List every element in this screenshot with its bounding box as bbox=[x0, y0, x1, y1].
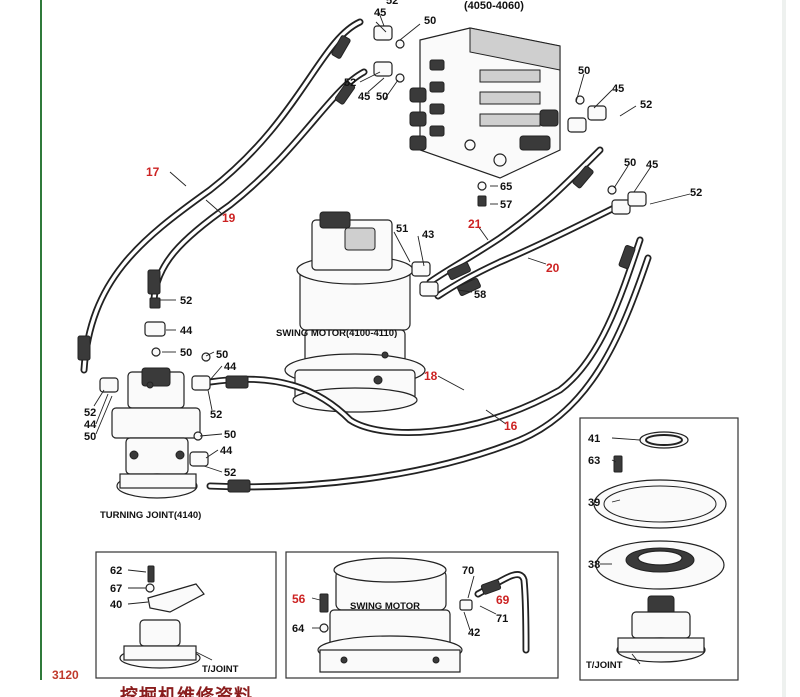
hose-label-18: 18 bbox=[424, 369, 438, 383]
callout-56: 56 bbox=[292, 592, 306, 606]
callout-52e: 52 bbox=[180, 295, 192, 307]
callout-44c: 44 bbox=[84, 419, 97, 431]
hose-18 bbox=[206, 236, 644, 436]
callout-52h: 52 bbox=[224, 467, 236, 479]
valve-flange-fittings bbox=[373, 25, 647, 297]
callout-45d: 45 bbox=[646, 159, 658, 171]
callout-44b: 44 bbox=[224, 361, 237, 373]
footer-watermark-text: 挖掘机维修资料 bbox=[120, 686, 253, 697]
callout-69: 69 bbox=[496, 593, 510, 607]
callout-58: 58 bbox=[474, 289, 486, 301]
callout-50f: 50 bbox=[216, 349, 228, 361]
callout-41: 41 bbox=[588, 433, 600, 445]
callout-44a: 44 bbox=[180, 325, 193, 337]
control-valve bbox=[409, 27, 561, 179]
hose-label-16: 16 bbox=[504, 419, 518, 433]
callout-50c: 50 bbox=[578, 65, 590, 77]
page-edge bbox=[782, 0, 786, 697]
callout-45a: 45 bbox=[374, 7, 386, 19]
callout-67: 67 bbox=[110, 583, 122, 595]
callout-45b: 45 bbox=[358, 91, 370, 103]
callout-43: 43 bbox=[422, 229, 434, 241]
part-callouts: 52 45 50 52 45 50 50 45 52 50 45 52 65 5… bbox=[84, 0, 702, 479]
callout-62: 62 bbox=[110, 565, 122, 577]
detail-box-left: 62 67 40 T/JOINT bbox=[95, 551, 277, 679]
callout-38: 38 bbox=[588, 559, 600, 571]
callout-52b: 52 bbox=[344, 77, 356, 89]
callout-50d: 50 bbox=[624, 157, 636, 169]
callout-52f: 52 bbox=[210, 409, 222, 421]
hose-callouts: 17 19 21 20 18 16 bbox=[146, 165, 560, 433]
detail-right-joint-label: T/JOINT bbox=[586, 660, 623, 671]
callout-40: 40 bbox=[110, 599, 122, 611]
callout-50g: 50 bbox=[84, 431, 96, 443]
hose-16 bbox=[206, 254, 652, 491]
turning-joint bbox=[111, 367, 201, 499]
page-number: 3120 bbox=[52, 668, 79, 682]
callout-50b: 50 bbox=[376, 91, 388, 103]
callout-50a: 50 bbox=[424, 15, 436, 27]
joint-fittings bbox=[99, 297, 211, 467]
hose-label-17: 17 bbox=[146, 165, 160, 179]
leader-lines bbox=[93, 9, 691, 473]
swing-motor bbox=[284, 211, 426, 413]
hose-21 bbox=[426, 146, 604, 286]
callout-50e: 50 bbox=[180, 347, 192, 359]
hose-17 bbox=[80, 18, 364, 374]
callout-39: 39 bbox=[588, 497, 600, 509]
callout-71: 71 bbox=[496, 613, 508, 625]
detail-center-motor-label: SWING MOTOR bbox=[350, 601, 420, 612]
hose-label-19: 19 bbox=[222, 211, 236, 225]
callout-52g: 52 bbox=[84, 407, 96, 419]
callout-64: 64 bbox=[292, 623, 305, 635]
callout-50h: 50 bbox=[224, 429, 236, 441]
hose-label-20: 20 bbox=[546, 261, 560, 275]
callout-52c: 52 bbox=[640, 99, 652, 111]
callout-42: 42 bbox=[468, 627, 480, 639]
swing-motor-label: SWING MOTOR(4100-4110) bbox=[276, 328, 397, 339]
callout-63: 63 bbox=[588, 455, 600, 467]
hose-20 bbox=[434, 201, 624, 300]
callout-51: 51 bbox=[396, 223, 408, 235]
callout-52d: 52 bbox=[690, 187, 702, 199]
callout-65: 65 bbox=[500, 181, 512, 193]
control-valve-ref-label: (4050-4060) bbox=[464, 0, 524, 12]
turning-joint-label: TURNING JOINT(4140) bbox=[100, 510, 201, 521]
detail-box-center: 56 64 70 69 71 42 SWING MOTOR bbox=[285, 551, 559, 679]
hose-fittings bbox=[77, 35, 636, 493]
callout-52a: 52 bbox=[386, 0, 398, 7]
hose-19 bbox=[150, 68, 368, 304]
callout-70: 70 bbox=[462, 565, 474, 577]
callout-44d: 44 bbox=[220, 445, 233, 457]
detail-left-joint-label: T/JOINT bbox=[202, 664, 239, 675]
hose-label-21: 21 bbox=[468, 217, 482, 231]
detail-box-right: 41 63 39 38 T/JOINT bbox=[579, 417, 739, 681]
callout-45c: 45 bbox=[612, 83, 624, 95]
page-frame-line bbox=[40, 0, 42, 680]
callout-57: 57 bbox=[500, 199, 512, 211]
